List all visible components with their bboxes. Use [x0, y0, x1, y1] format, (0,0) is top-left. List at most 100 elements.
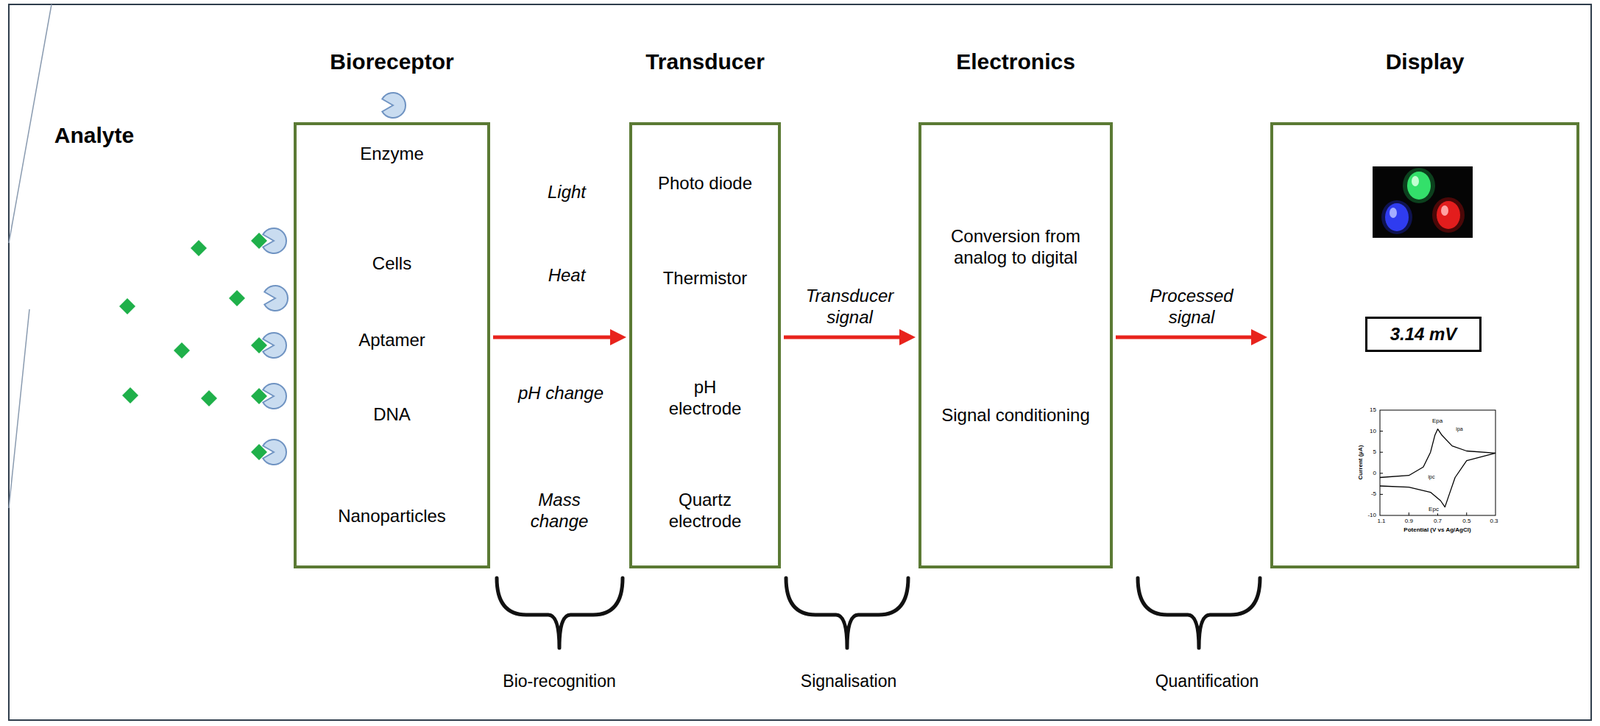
led-glow	[1402, 167, 1436, 204]
electronics-box: ElectronicsConversion from analog to dig…	[918, 122, 1113, 569]
voltammogram	[1379, 409, 1496, 516]
led-photo	[1372, 166, 1473, 238]
analyte-diamond	[119, 298, 136, 315]
analyte-diamond	[250, 337, 268, 354]
axis-tick: 0.7	[1433, 517, 1442, 525]
node-text: Photo diode	[657, 172, 753, 195]
signal-type: Light	[547, 181, 586, 204]
green-led	[1407, 171, 1431, 200]
analyte-diamond	[250, 232, 268, 249]
analyte-diamond	[122, 387, 139, 404]
led-glow	[1381, 200, 1413, 235]
axis-title: Potential (V vs Ag/AgCl)	[1403, 526, 1471, 534]
axis-title: Current (µA)	[1357, 445, 1365, 480]
axis-tick: 10	[1369, 427, 1377, 435]
node-text: Aptamer	[303, 329, 481, 352]
stage-heading: Display	[1385, 48, 1465, 76]
node-text: pH electrode	[657, 376, 753, 420]
axis-tick: 0.9	[1404, 517, 1414, 525]
tick	[1408, 512, 1410, 516]
plot-frame	[1379, 409, 1496, 516]
stage-label: Signalisation	[800, 671, 897, 692]
axis-tick: 15	[1369, 406, 1377, 414]
arrow-head	[1251, 328, 1268, 346]
analyte-diamond	[250, 387, 268, 405]
node-text: Quartz electrode	[657, 489, 753, 533]
stage-heading: Bioreceptor	[329, 48, 454, 76]
plot-ticks	[1379, 431, 1467, 516]
bioreceptor-box: BioreceptorEnzymeCellsAptamerDNANanopart…	[293, 122, 491, 569]
tick	[1379, 430, 1383, 432]
arrow-shaft	[1115, 335, 1253, 340]
led-highlight	[1441, 205, 1449, 216]
cv-curve	[1379, 452, 1496, 507]
analyte-diamond	[190, 239, 207, 257]
axis-tick: -10	[1367, 511, 1377, 519]
signal-arrow	[1115, 328, 1268, 346]
signal-arrow	[493, 328, 627, 346]
signal-arrow	[783, 328, 916, 346]
led-highlight	[1389, 207, 1397, 218]
analyte-diamond	[173, 342, 190, 359]
node-text: Thermistor	[638, 267, 772, 290]
receptor	[264, 285, 288, 311]
analyte-diamond	[250, 443, 268, 460]
analyte-diamond	[200, 390, 218, 407]
edge-label: Processed signal	[1143, 285, 1240, 329]
blue-led	[1385, 203, 1409, 232]
readout-box: 3.14 mV	[1365, 316, 1482, 352]
stage-label: Quantification	[1155, 671, 1260, 692]
axis-tick: 0	[1373, 469, 1377, 477]
outer-frame	[8, 4, 1592, 720]
axis-tick: 0.3	[1489, 517, 1498, 525]
deco-line	[8, 4, 52, 243]
tick	[1466, 512, 1467, 516]
analyte-label: Analyte	[54, 122, 134, 149]
signal-type: Heat	[548, 264, 586, 287]
node-text: 3.14 mV	[1390, 323, 1458, 346]
node-text: Conversion from analog to digital	[942, 225, 1090, 269]
node-text: Enzyme	[303, 143, 481, 165]
peak-label: Epc	[1427, 505, 1440, 513]
red-led	[1436, 200, 1461, 229]
peak-label: Epa	[1431, 417, 1444, 425]
tick	[1379, 451, 1383, 453]
axis-tick: 5	[1373, 448, 1377, 456]
peak-label: ipa	[1455, 426, 1464, 433]
curly-brace	[1137, 577, 1260, 648]
arrow-shaft	[783, 335, 901, 340]
receptor	[381, 92, 406, 118]
stage-heading: Electronics	[956, 48, 1076, 76]
arrow-shaft	[493, 335, 612, 340]
curly-brace	[496, 577, 623, 648]
edge-label: Transducer signal	[802, 285, 898, 329]
transducer-box: TransducerPhoto diodeThermistorpH electr…	[629, 122, 781, 569]
arrow-head	[899, 328, 916, 346]
stage-heading: Transducer	[645, 48, 765, 76]
node-text: Signal conditioning	[927, 404, 1104, 427]
node-text: Cells	[303, 253, 481, 275]
axis-tick: 0.5	[1462, 517, 1471, 525]
peak-label: ipc	[1427, 473, 1436, 480]
led-highlight	[1411, 175, 1419, 187]
stage-label: Bio-recognition	[502, 671, 616, 692]
photo-ground	[1372, 166, 1473, 238]
analyte-molecules	[119, 232, 268, 460]
analyte-diamond	[228, 289, 246, 307]
curly-brace	[786, 577, 909, 648]
tick	[1379, 493, 1383, 495]
arrow-head	[610, 328, 627, 346]
signal-type: pH change	[518, 382, 604, 405]
cv-curve	[1379, 429, 1496, 478]
node-text: DNA	[303, 404, 481, 426]
tick	[1379, 472, 1383, 474]
deco-line	[8, 309, 30, 508]
axis-tick: 1.1	[1377, 517, 1386, 525]
led-glow	[1432, 197, 1465, 233]
display-box: Display3.14 mV	[1270, 122, 1580, 569]
node-text: Nanoparticles	[303, 505, 481, 527]
braces	[496, 577, 1260, 648]
